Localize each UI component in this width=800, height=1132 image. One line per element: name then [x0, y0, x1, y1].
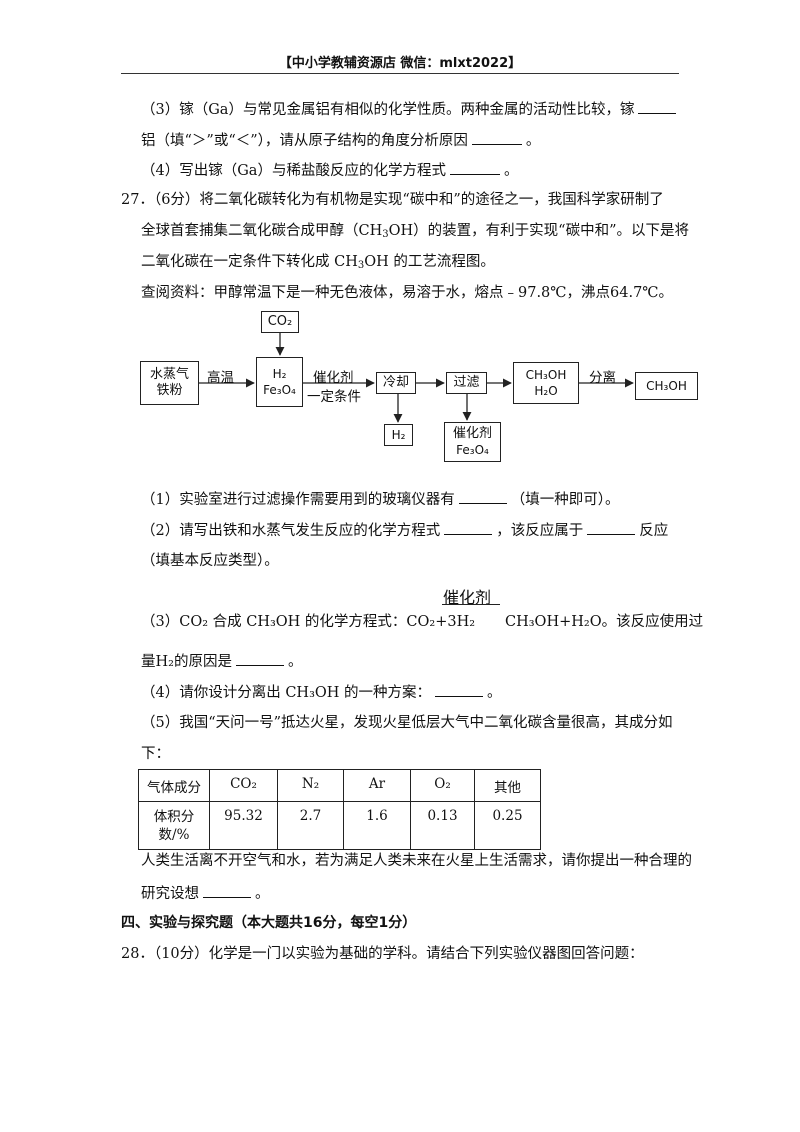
table-row: 体积分数/% 95.32 2.7 1.6 0.13 0.25	[138, 801, 541, 850]
flow-label-condition: 一定条件	[307, 389, 361, 405]
q27-part2-blank1[interactable]	[444, 520, 493, 535]
page-header: 【中小学教辅资源店 微信：mlxt2022】	[278, 56, 522, 71]
q26-part3-line1: （3）镓（Ga）与常见金属铝有相似的化学性质。两种金属的活动性比较，镓	[141, 99, 680, 120]
q26-part4: （4）写出镓（Ga）与稀盐酸反应的化学方程式。	[141, 160, 518, 181]
q27-part3-condition-bar	[442, 604, 500, 605]
q27-info: 查阅资料：甲醇常温下是一种无色液体，易溶于水，熔点﹣97.8℃，沸点64.7℃。	[141, 285, 674, 301]
q27-part1: （1）实验室进行过滤操作需要用到的玻璃仪器有（填一种即可）。	[141, 489, 619, 510]
q28-intro: 28．（10分）化学是一门以实验为基础的学科。请结合下列实验仪器图回答问题：	[121, 946, 644, 962]
q26-part3-blank2[interactable]	[471, 130, 522, 145]
flow-start-box: 水蒸气铁粉	[140, 361, 199, 405]
flow-label-catalyst: 催化剂	[313, 370, 354, 386]
flow-co2-box: CO₂	[261, 311, 299, 333]
q27-after-table-line2: 研究设想。	[141, 883, 270, 904]
q27-part2-blank2[interactable]	[587, 520, 636, 535]
q27-part3-line1-a: （3）CO₂ 合成 CH₃OH 的化学方程式：CO₂+3H₂	[141, 614, 476, 630]
table-header-row: 气体成分 CO₂ N₂ Ar O₂ 其他	[138, 769, 541, 802]
q27-part5-line1: （5）我国“天问一号”抵达火星，发现火星低层大气中二氧化碳含量很高，其成分如	[141, 715, 673, 731]
q27-part5-blank[interactable]	[203, 883, 251, 898]
q26-part3-line2: 铝（填“＞”或“＜”），请从原子结构的角度分析原因。	[141, 130, 540, 151]
q26-part3-blank1[interactable]	[638, 99, 677, 114]
q27-part3-catalyst-label: 催化剂	[443, 588, 492, 607]
q27-intro-line1: 27．（6分）将二氧化碳转化为有机物是实现“碳中和”的途径之一，我国科学家研制了	[121, 192, 664, 208]
flow-filter-box: 过滤	[446, 372, 487, 394]
flow-cool-box: 冷却	[376, 372, 416, 394]
q27-after-table-line1: 人类生活离不开空气和水，若为满足人类未来在火星上生活需求，请你提出一种合理的	[141, 853, 692, 869]
q27-part3-line2: 量H₂的原因是。	[141, 651, 302, 672]
q27-part3-line1-b: CH₃OH+H₂O。该反应使用过	[505, 614, 704, 630]
q26-part4-blank[interactable]	[449, 160, 500, 175]
flow-label-high-temp: 高温	[207, 370, 234, 386]
table-header-cell: 其他	[474, 769, 541, 802]
table-row-label: 体积分数/%	[138, 801, 210, 850]
table-header-cell: O₂	[410, 769, 475, 802]
q27-intro-line2: 全球首套捕集二氧化碳合成甲醇（CH3OH）的装置，有利于实现“碳中和”。以下是将	[141, 223, 689, 240]
table-cell: 1.6	[343, 801, 411, 850]
table-cell: 0.13	[410, 801, 475, 850]
q27-part5-line2: 下：	[141, 746, 170, 762]
flow-h2-out-box: H₂	[384, 424, 413, 446]
table-header-cell: N₂	[277, 769, 344, 802]
table-header-cell: Ar	[343, 769, 411, 802]
q27-intro-line3: 二氧化碳在一定条件下转化成 CH3OH 的工艺流程图。	[141, 254, 495, 271]
flow-label-separate: 分离	[589, 370, 616, 386]
q27-part2-line2: （填基本反应类型）。	[141, 553, 279, 569]
section4-title: 四、实验与探究题（本大题共16分，每空1分）	[121, 915, 417, 931]
q27-part4: （4）请你设计分离出 CH₃OH 的一种方案：。	[141, 682, 502, 703]
q27-part2-line1: （2）请写出铁和水蒸气发生反应的化学方程式，该反应属于反应	[141, 520, 668, 541]
table-cell: 0.25	[474, 801, 541, 850]
header-rule	[121, 73, 679, 74]
table-cell: 95.32	[209, 801, 278, 850]
table-header-cell: CO₂	[209, 769, 278, 802]
q27-part3-blank[interactable]	[235, 651, 284, 666]
table-header-cell: 气体成分	[138, 769, 210, 802]
flow-product-box: CH₃OH	[635, 372, 698, 400]
q27-part1-blank[interactable]	[458, 489, 507, 504]
table-cell: 2.7	[277, 801, 344, 850]
q27-part4-blank[interactable]	[435, 682, 484, 697]
mars-atmosphere-table: 气体成分 CO₂ N₂ Ar O₂ 其他 体积分数/% 95.32 2.7 1.…	[138, 769, 541, 850]
